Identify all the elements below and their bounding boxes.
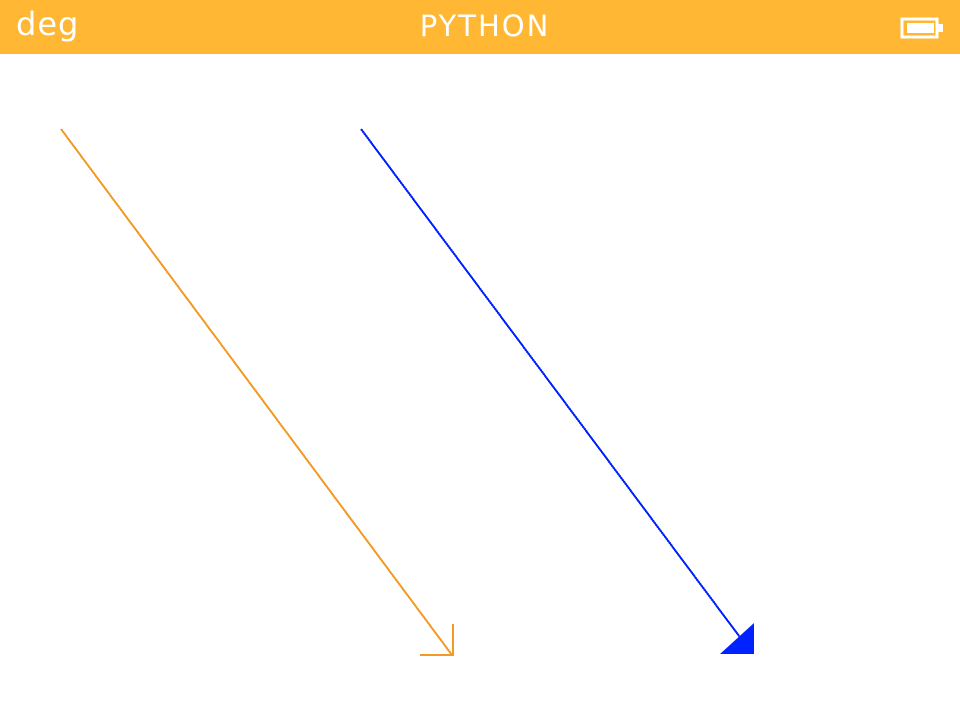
python-drawing-canvas [0, 54, 960, 720]
battery-outline [900, 17, 939, 39]
blue-arrow-shaft [360, 128, 752, 653]
blue-arrow-head [720, 623, 754, 654]
battery-full-icon [900, 17, 943, 39]
battery-level [907, 23, 934, 33]
orange-arrow [60, 128, 454, 656]
angle-mode: deg [16, 5, 80, 43]
battery-terminal [938, 24, 943, 32]
status-bar: deg PYTHON [0, 0, 960, 54]
blue-arrow [360, 128, 754, 654]
app-title: PYTHON [419, 9, 551, 43]
orange-arrow-shaft [60, 128, 453, 656]
